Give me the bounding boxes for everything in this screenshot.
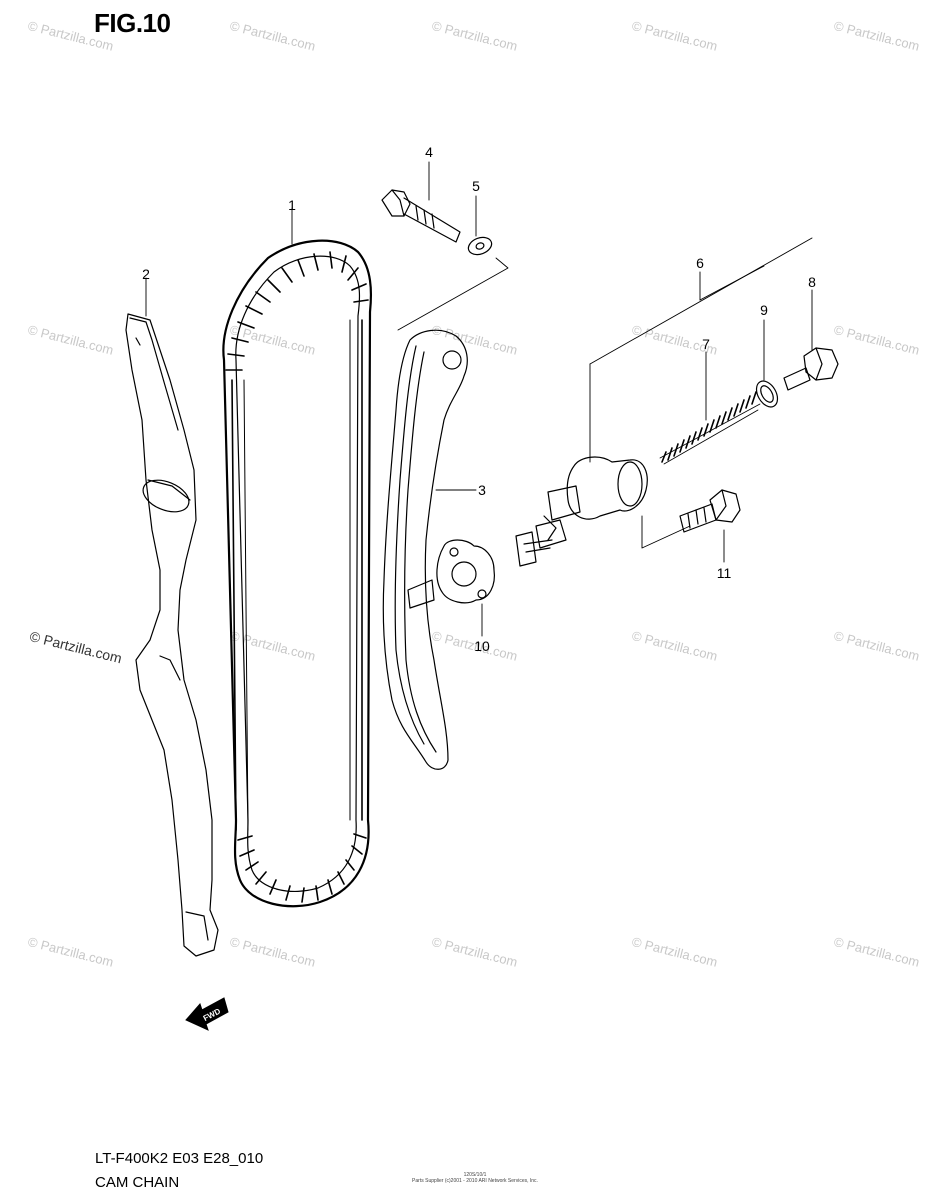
chain-tensioner-part[interactable] bbox=[515, 456, 648, 567]
callout-label: 5 bbox=[472, 178, 480, 194]
footer-fine-print: 120S/10/1 Parts Supplier (c)2001 - 2010 … bbox=[400, 1172, 550, 1184]
bolt-part[interactable] bbox=[381, 189, 461, 243]
tensioner-guide-part[interactable] bbox=[382, 329, 468, 770]
arrow-left-icon: FWD bbox=[185, 997, 229, 1031]
model-code: LT-F400K2 E03 E28_010 bbox=[95, 1150, 264, 1167]
plug-bolt-part[interactable] bbox=[783, 347, 839, 391]
callout-label: 9 bbox=[760, 302, 768, 318]
callout-label: 1 bbox=[288, 197, 296, 213]
mounting-bolt-part[interactable] bbox=[679, 489, 741, 533]
callout-label: 3 bbox=[478, 482, 486, 498]
callout-label: 11 bbox=[717, 565, 732, 581]
footer-copyright: Parts Supplier (c)2001 - 2010 ARI Networ… bbox=[412, 1178, 538, 1184]
callout-label: 4 bbox=[425, 144, 433, 160]
footer-page-id: 120S/10/1 bbox=[463, 1172, 487, 1178]
o-ring-part[interactable] bbox=[752, 377, 782, 410]
figure-title: FIG.10 bbox=[94, 8, 171, 38]
spring-part[interactable] bbox=[659, 391, 761, 465]
chain-guide-part[interactable] bbox=[125, 313, 219, 957]
callout-label: 7 bbox=[702, 336, 710, 352]
callout-label: 8 bbox=[808, 274, 816, 290]
callout-label: 2 bbox=[142, 266, 150, 282]
figure-caption: CAM CHAIN bbox=[95, 1174, 180, 1191]
callout-label: 6 bbox=[696, 255, 704, 271]
cam-chain-part[interactable] bbox=[222, 239, 373, 908]
washer-part[interactable] bbox=[466, 234, 494, 257]
gasket-part[interactable] bbox=[436, 539, 495, 604]
callout-label: 10 bbox=[474, 638, 490, 654]
